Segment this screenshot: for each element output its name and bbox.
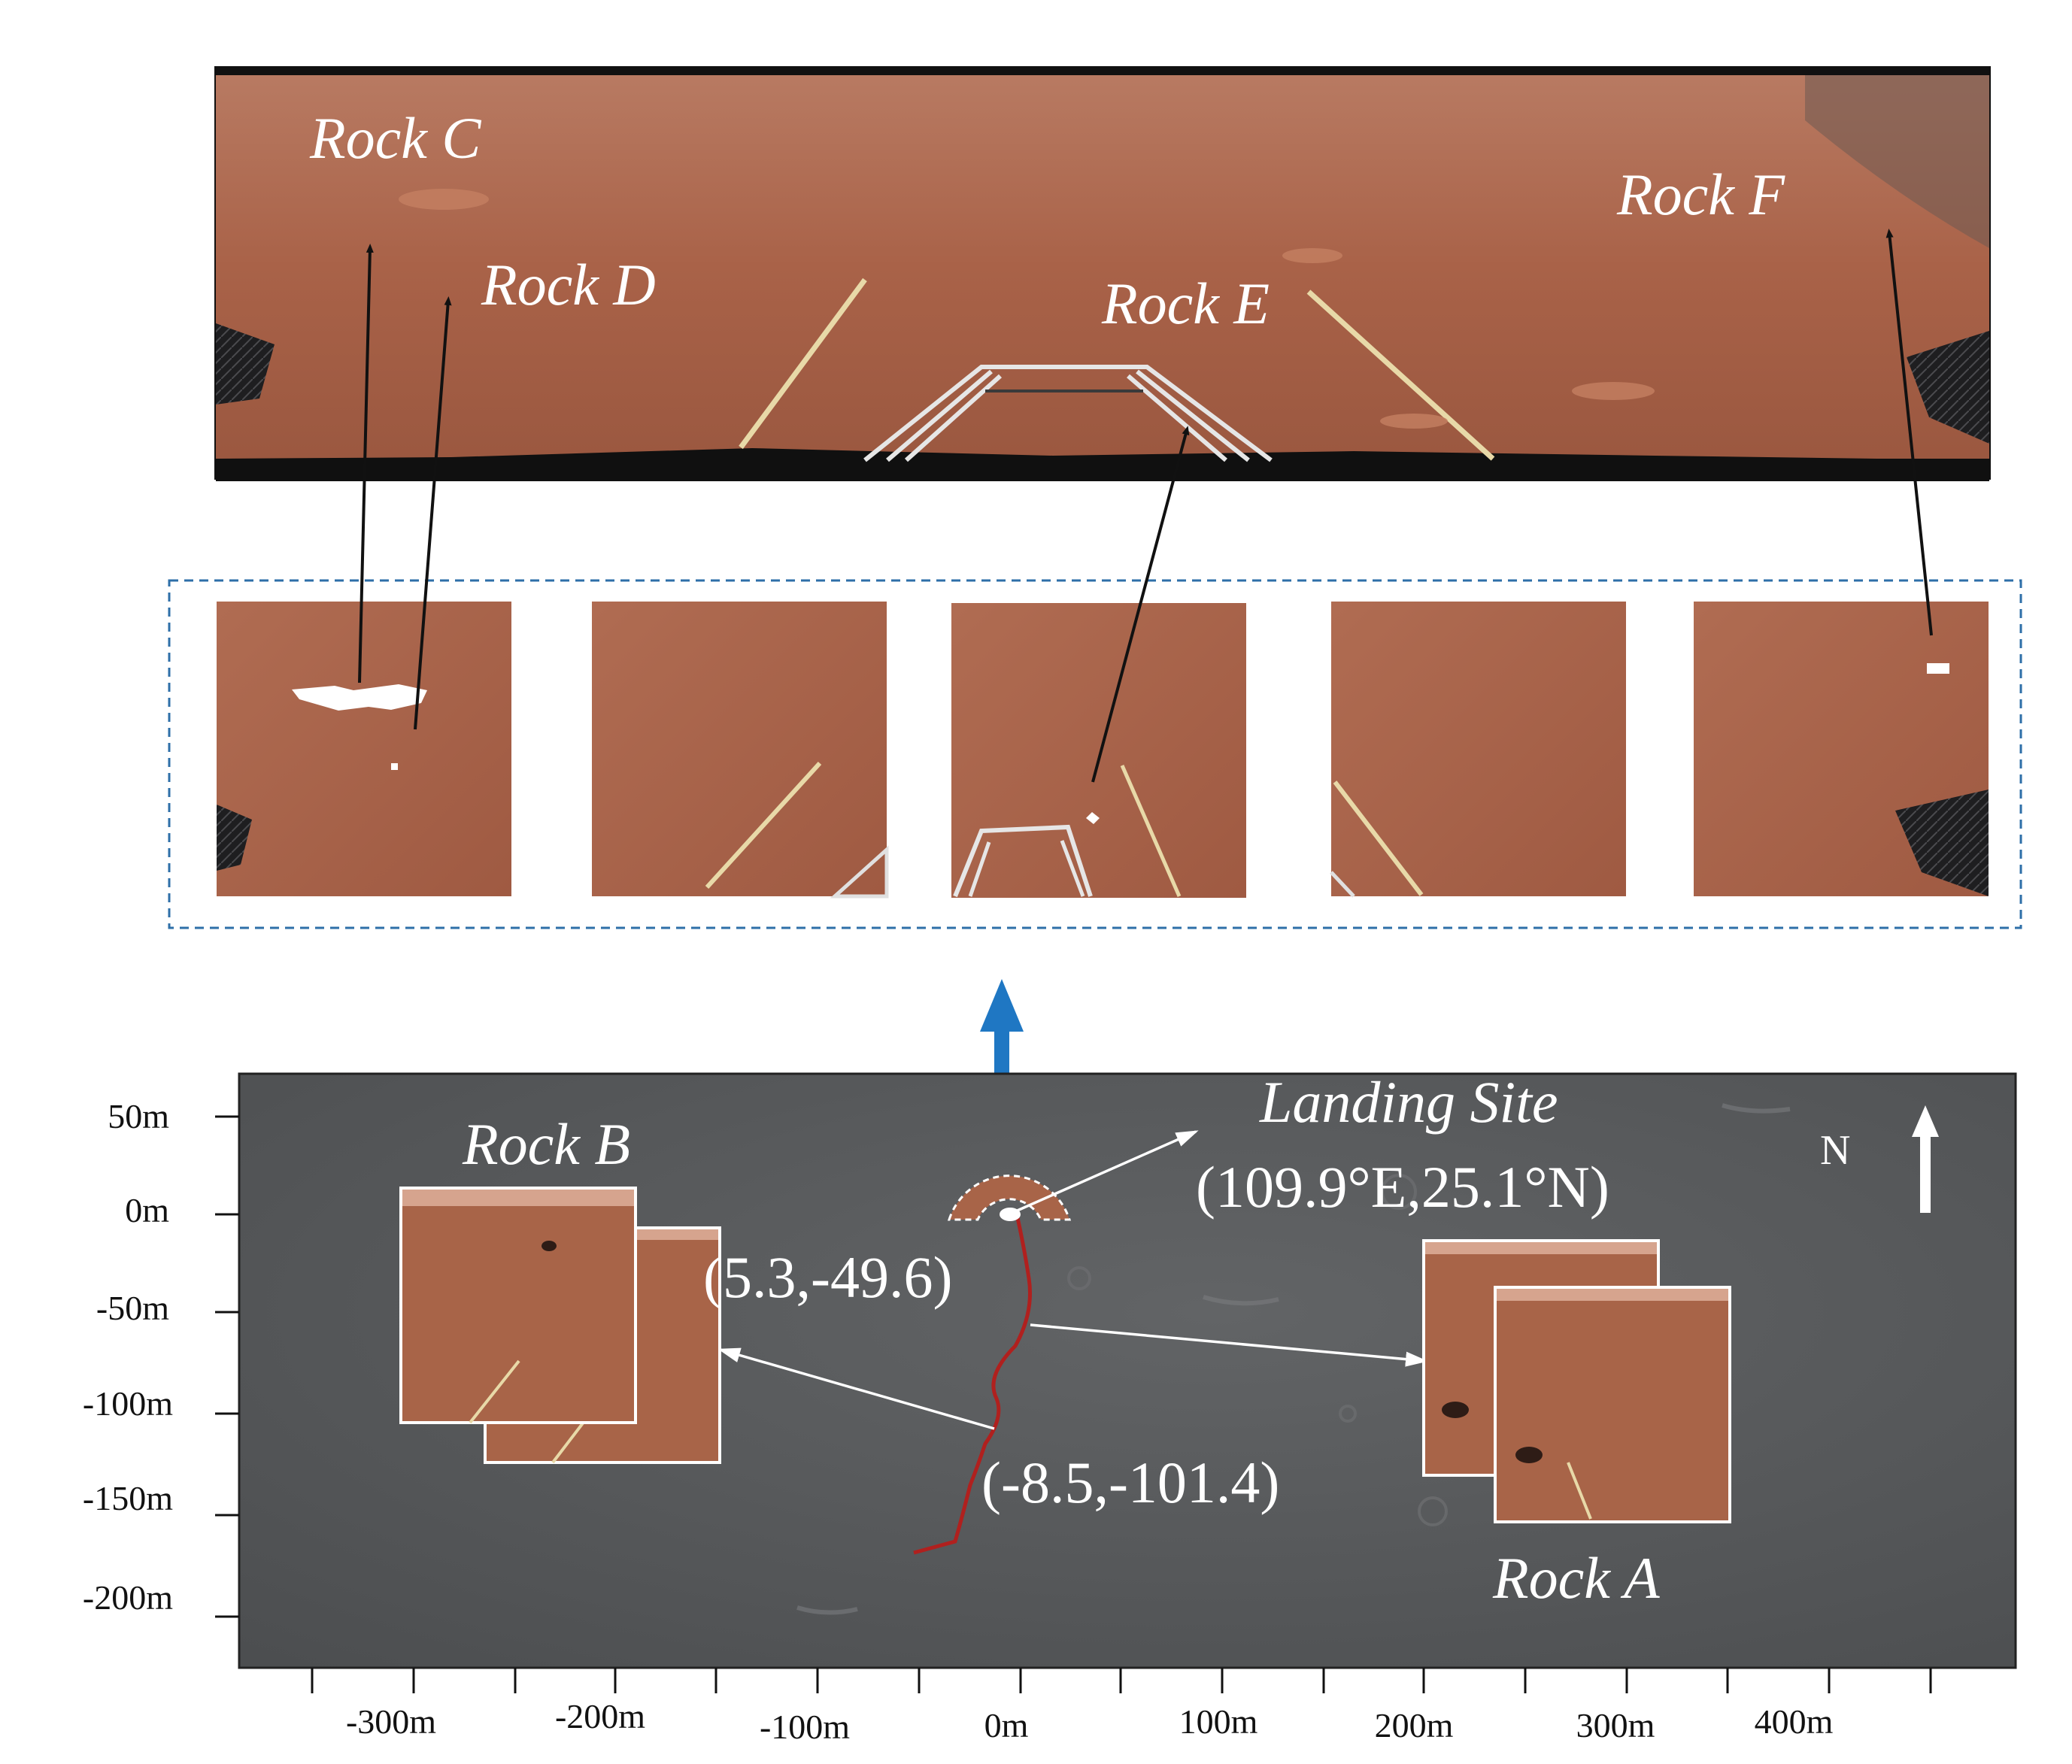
thumbnail-3 — [951, 603, 1246, 898]
rock-b-images — [399, 1187, 721, 1464]
arrow-rock-c — [358, 244, 374, 683]
ramp-structure — [863, 365, 1273, 462]
rock-d-label: Rock D — [481, 252, 656, 317]
arrow-to-rock-b — [717, 1347, 995, 1430]
rock-e-label: Rock E — [1101, 271, 1270, 336]
x-axis-label-neg300m: -300m — [346, 1702, 436, 1741]
x-axis-label-neg200m: -200m — [555, 1697, 645, 1735]
x-axis-ticks — [311, 1668, 1932, 1693]
map-panel: Rock B Rock A Landing Site (109.9°E,25.1… — [238, 1069, 2017, 1669]
thumbnail-1 — [217, 602, 511, 896]
antenna-left — [739, 277, 867, 450]
thumbnail-4 — [1330, 602, 1626, 898]
rover-traverse — [913, 1214, 1033, 1555]
map-streaks — [796, 1103, 1791, 1615]
arrow-rock-d — [414, 296, 452, 730]
landing-site-title: Landing Site — [1259, 1069, 1558, 1135]
panorama-surface — [216, 75, 1989, 459]
x-axis-label-200m: 200m — [1375, 1706, 1454, 1744]
panorama-rocks — [399, 189, 1655, 429]
solar-panel-right — [1907, 331, 1989, 444]
solar-panel-left — [216, 323, 275, 405]
x-axis-label-300m: 300m — [1576, 1706, 1655, 1744]
y-axis: 50m 0m -50m -100m -150m -200m — [83, 1097, 239, 1618]
x-axis-label-100m: 100m — [1179, 1702, 1258, 1741]
y-axis-ticks — [215, 1115, 239, 1618]
thumbnail-strip — [168, 579, 2022, 929]
panorama-dark-upper-right — [1805, 75, 1989, 248]
x-axis: -300m -200m -100m 0m 100m 200m 300m 400m — [311, 1668, 1932, 1746]
arrow-to-rock-a — [1030, 1323, 1428, 1367]
thumbnail-5 — [1694, 602, 1989, 896]
map-craters — [1067, 1174, 1448, 1526]
arrow-rock-f — [1885, 229, 1933, 636]
thumbnail-dashed-box — [168, 579, 2022, 929]
rock-c-label: Rock C — [309, 105, 481, 171]
arrow-to-landing-label — [1013, 1130, 1199, 1214]
antenna-right — [1306, 289, 1495, 461]
arrow-rock-e — [1091, 426, 1190, 783]
x-axis-label-400m: 400m — [1755, 1702, 1834, 1741]
y-axis-label-50m: 50m — [108, 1097, 169, 1135]
x-axis-label-neg100m: -100m — [760, 1708, 850, 1746]
north-label: N — [1820, 1127, 1850, 1174]
rock-a-label: Rock A — [1492, 1545, 1660, 1611]
y-axis-label-neg100m: -100m — [83, 1384, 173, 1423]
thumbnail-2 — [592, 602, 889, 899]
y-axis-label-0m: 0m — [125, 1191, 169, 1229]
north-arrow: N — [1820, 1105, 1939, 1213]
x-axis-label-0m: 0m — [984, 1706, 1029, 1744]
y-axis-label-neg50m: -50m — [96, 1289, 169, 1327]
waypoint-label-1: (5.3,-49.6) — [703, 1244, 952, 1310]
landing-site-coords: (109.9°E,25.1°N) — [1196, 1154, 1609, 1220]
rock-f-label: Rock F — [1616, 162, 1785, 227]
correspondence-arrows — [358, 229, 1933, 783]
rock-a-images — [1422, 1239, 1731, 1523]
waypoint-label-2: (-8.5,-101.4) — [981, 1450, 1279, 1515]
panorama-bottom-edge — [216, 448, 1989, 481]
panorama: Rock C Rock D Rock E Rock F — [214, 66, 1991, 481]
y-axis-label-neg200m: -200m — [83, 1578, 173, 1617]
landing-site-sector — [947, 1174, 1072, 1221]
y-axis-label-neg150m: -150m — [83, 1479, 173, 1517]
rock-b-label: Rock B — [462, 1111, 630, 1177]
